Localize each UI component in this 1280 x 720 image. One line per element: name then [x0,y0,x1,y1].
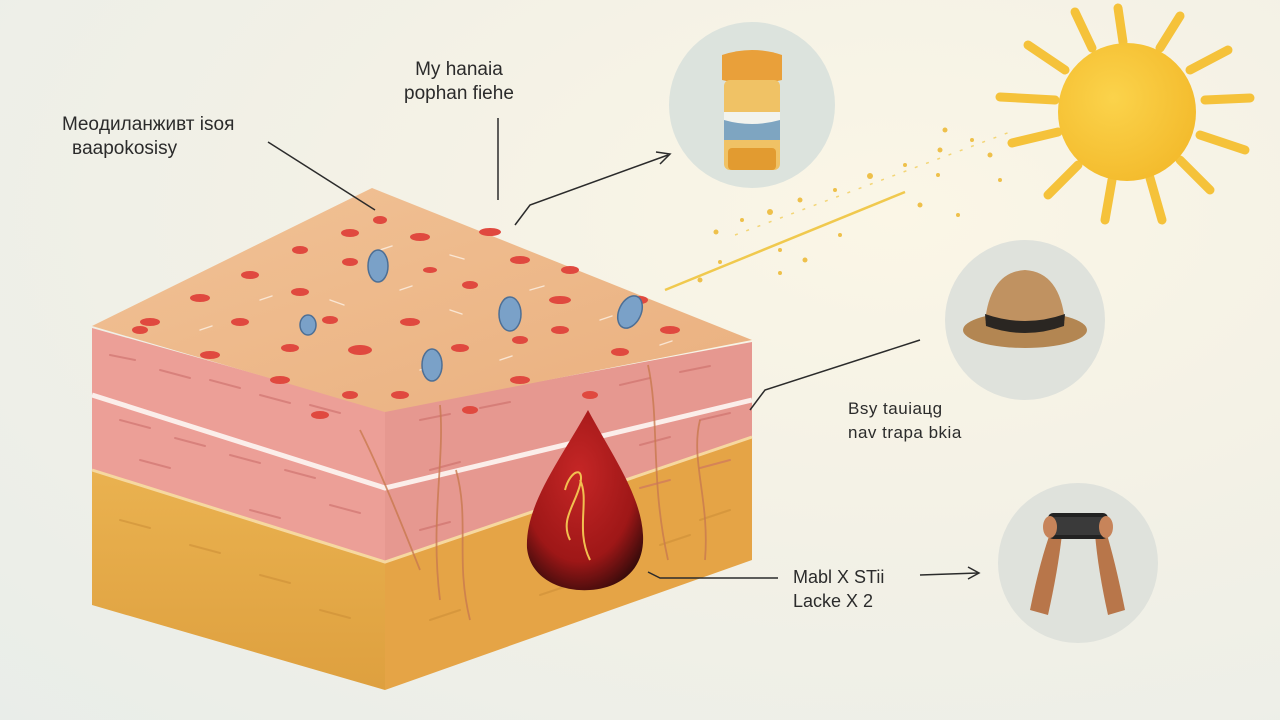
callout-moisturizer-line2: вaapokosisy [72,138,178,159]
callout-screen-line2: Lacke X 2 [793,591,874,611]
callout-screen-line1: Mabl X STii [793,567,885,587]
callout-hat-line1: Bsy tauiaцg [848,399,943,418]
callout-pollution-label: My hanaia poрhan fiehe [404,58,514,106]
phone-in-hands-icon [998,483,1158,643]
dermis-layer [92,328,385,562]
callout-screen-label: Mabl X STii Lacke X 2 [793,565,884,613]
sunscreen-bottle-icon [669,22,835,188]
callout-lines [267,118,981,580]
sun-hat-icon [945,240,1105,400]
uv-rays [664,127,1011,292]
blood-drop [526,410,644,591]
epidermis-surface [92,188,752,412]
callout-pollution-line1: My hanaia [415,59,503,80]
callout-moisturizer-label: Meoдиланживт isoя вaapokosisy [62,113,234,161]
callout-pollution-line2: poрhan fiehe [404,83,514,104]
callout-moisturizer-line1: Meoдиланживт isoя [62,114,235,135]
skin-block [91,188,753,690]
callout-hat-label: Bsy tauiaцg nav trapa bkia [848,397,962,445]
subcutaneous-layer [92,468,385,690]
callout-hat-line2: nav trapa bkia [848,423,962,442]
sun-icon [995,3,1255,225]
